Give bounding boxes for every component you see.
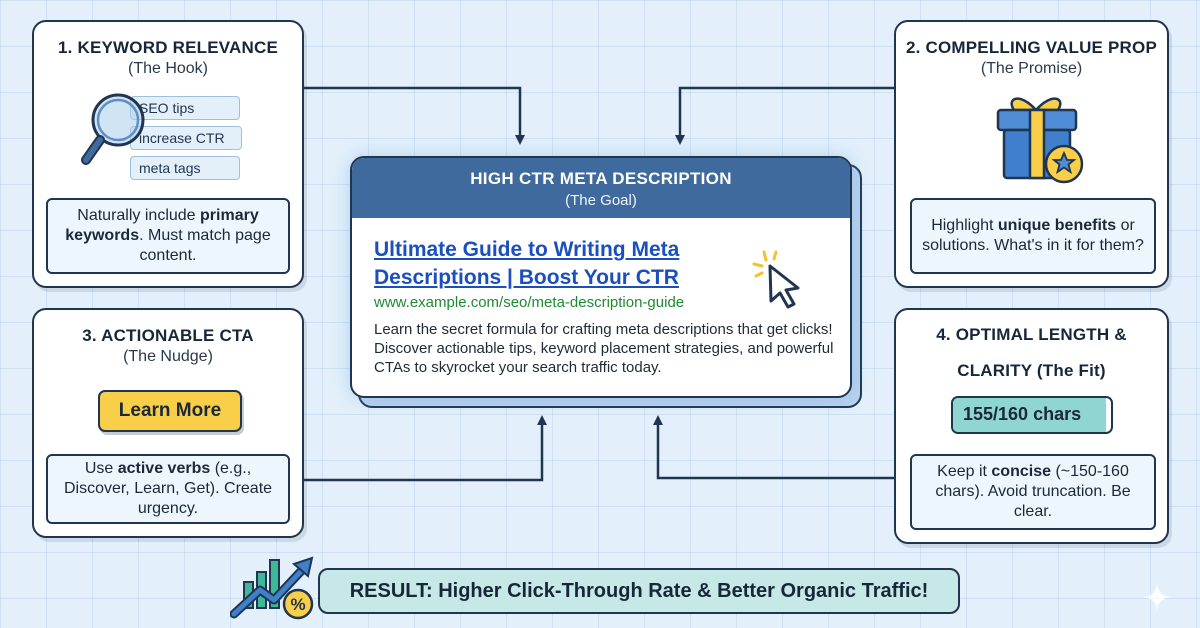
- keyword-tag: SEO tips: [130, 96, 240, 120]
- gift-box-icon: [996, 97, 1084, 184]
- keyword-card-title: 1. KEYWORD RELEVANCE: [58, 38, 278, 57]
- svg-text:%: %: [290, 595, 305, 614]
- center-card-header: HIGH CTR META DESCRIPTION (The Goal): [352, 158, 850, 218]
- value-card-title: 2. COMPELLING VALUE PROP: [905, 38, 1157, 57]
- length-card-title: 4. OPTIMAL LENGTH &: [936, 325, 1127, 344]
- arrow-cta-to-center: [304, 415, 547, 482]
- growth-chart-icon: %: [230, 556, 314, 620]
- keyword-card-subtitle: (The Hook): [127, 60, 209, 77]
- serp-description: Learn the secret formula for crafting me…: [374, 321, 834, 376]
- cta-card-subtitle: (The Nudge): [123, 348, 213, 365]
- cursor-click-icon: [752, 250, 800, 309]
- value-card-subtitle: (The Promise): [980, 60, 1083, 77]
- cta-card-title: 3. ACTIONABLE CTA: [82, 326, 254, 345]
- meter-fill: [953, 398, 1107, 432]
- arrow-keyword-to-center: [304, 86, 525, 145]
- keyword-tag: meta tags: [130, 156, 240, 180]
- cta-note: Use active verbs (e.g., Discover, Learn,…: [46, 454, 290, 524]
- arrow-value-to-center: [675, 86, 894, 145]
- center-card-title: HIGH CTR META DESCRIPTION: [470, 169, 732, 188]
- center-card-subtitle: (The Goal): [565, 192, 637, 209]
- optimal-length-card: 4. OPTIMAL LENGTH & CLARITY (The Fit) 15…: [894, 308, 1169, 544]
- learn-more-button[interactable]: Learn More: [98, 390, 242, 432]
- value-note: Highlight unique benefits or solutions. …: [910, 198, 1156, 274]
- character-count-meter: 155/160 chars: [951, 396, 1113, 434]
- keyword-note: Naturally include primary keywords. Must…: [46, 198, 290, 274]
- serp-url: www.example.com/seo/meta-description-gui…: [374, 294, 685, 311]
- sparkle-icon: [1143, 583, 1171, 611]
- length-note: Keep it concise (~150-160 chars). Avoid …: [910, 454, 1156, 530]
- meter-label: 155/160 chars: [963, 404, 1082, 424]
- meta-description-card: HIGH CTR META DESCRIPTION (The Goal) Ult…: [350, 156, 852, 398]
- serp-title-link[interactable]: Ultimate Guide to Writing Meta Descripti…: [374, 238, 680, 289]
- magnifier-icon: [81, 93, 145, 165]
- actionable-cta-card: 3. ACTIONABLE CTA (The Nudge) Learn More…: [32, 308, 304, 538]
- result-text: RESULT: Higher Click-Through Rate & Bett…: [349, 579, 929, 602]
- keyword-tag: increase CTR: [130, 126, 242, 150]
- arrow-length-to-center: [653, 415, 894, 480]
- keyword-relevance-card: 1. KEYWORD RELEVANCE (The Hook) SEO tips…: [32, 20, 304, 288]
- result-banner: RESULT: Higher Click-Through Rate & Bett…: [318, 568, 960, 614]
- value-prop-card: 2. COMPELLING VALUE PROP (The Promise) H…: [894, 20, 1169, 288]
- length-card-title-line2: CLARITY (The Fit): [957, 361, 1106, 380]
